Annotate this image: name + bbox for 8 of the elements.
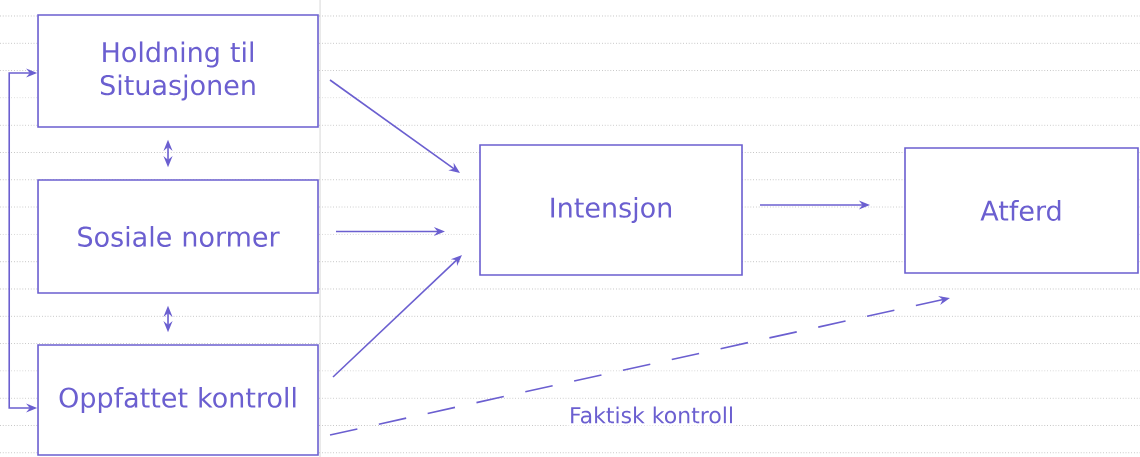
process-box: Sosiale normer bbox=[37, 179, 319, 294]
edge-label: Faktisk kontroll bbox=[567, 404, 736, 426]
arrow bbox=[329, 79, 460, 173]
process-box: Holdning til Situasjonen bbox=[37, 14, 319, 128]
process-box: Oppfattet kontroll bbox=[37, 344, 319, 456]
arrow bbox=[332, 255, 462, 378]
process-box: Atferd bbox=[904, 147, 1139, 274]
process-box: Intensjon bbox=[479, 144, 743, 276]
